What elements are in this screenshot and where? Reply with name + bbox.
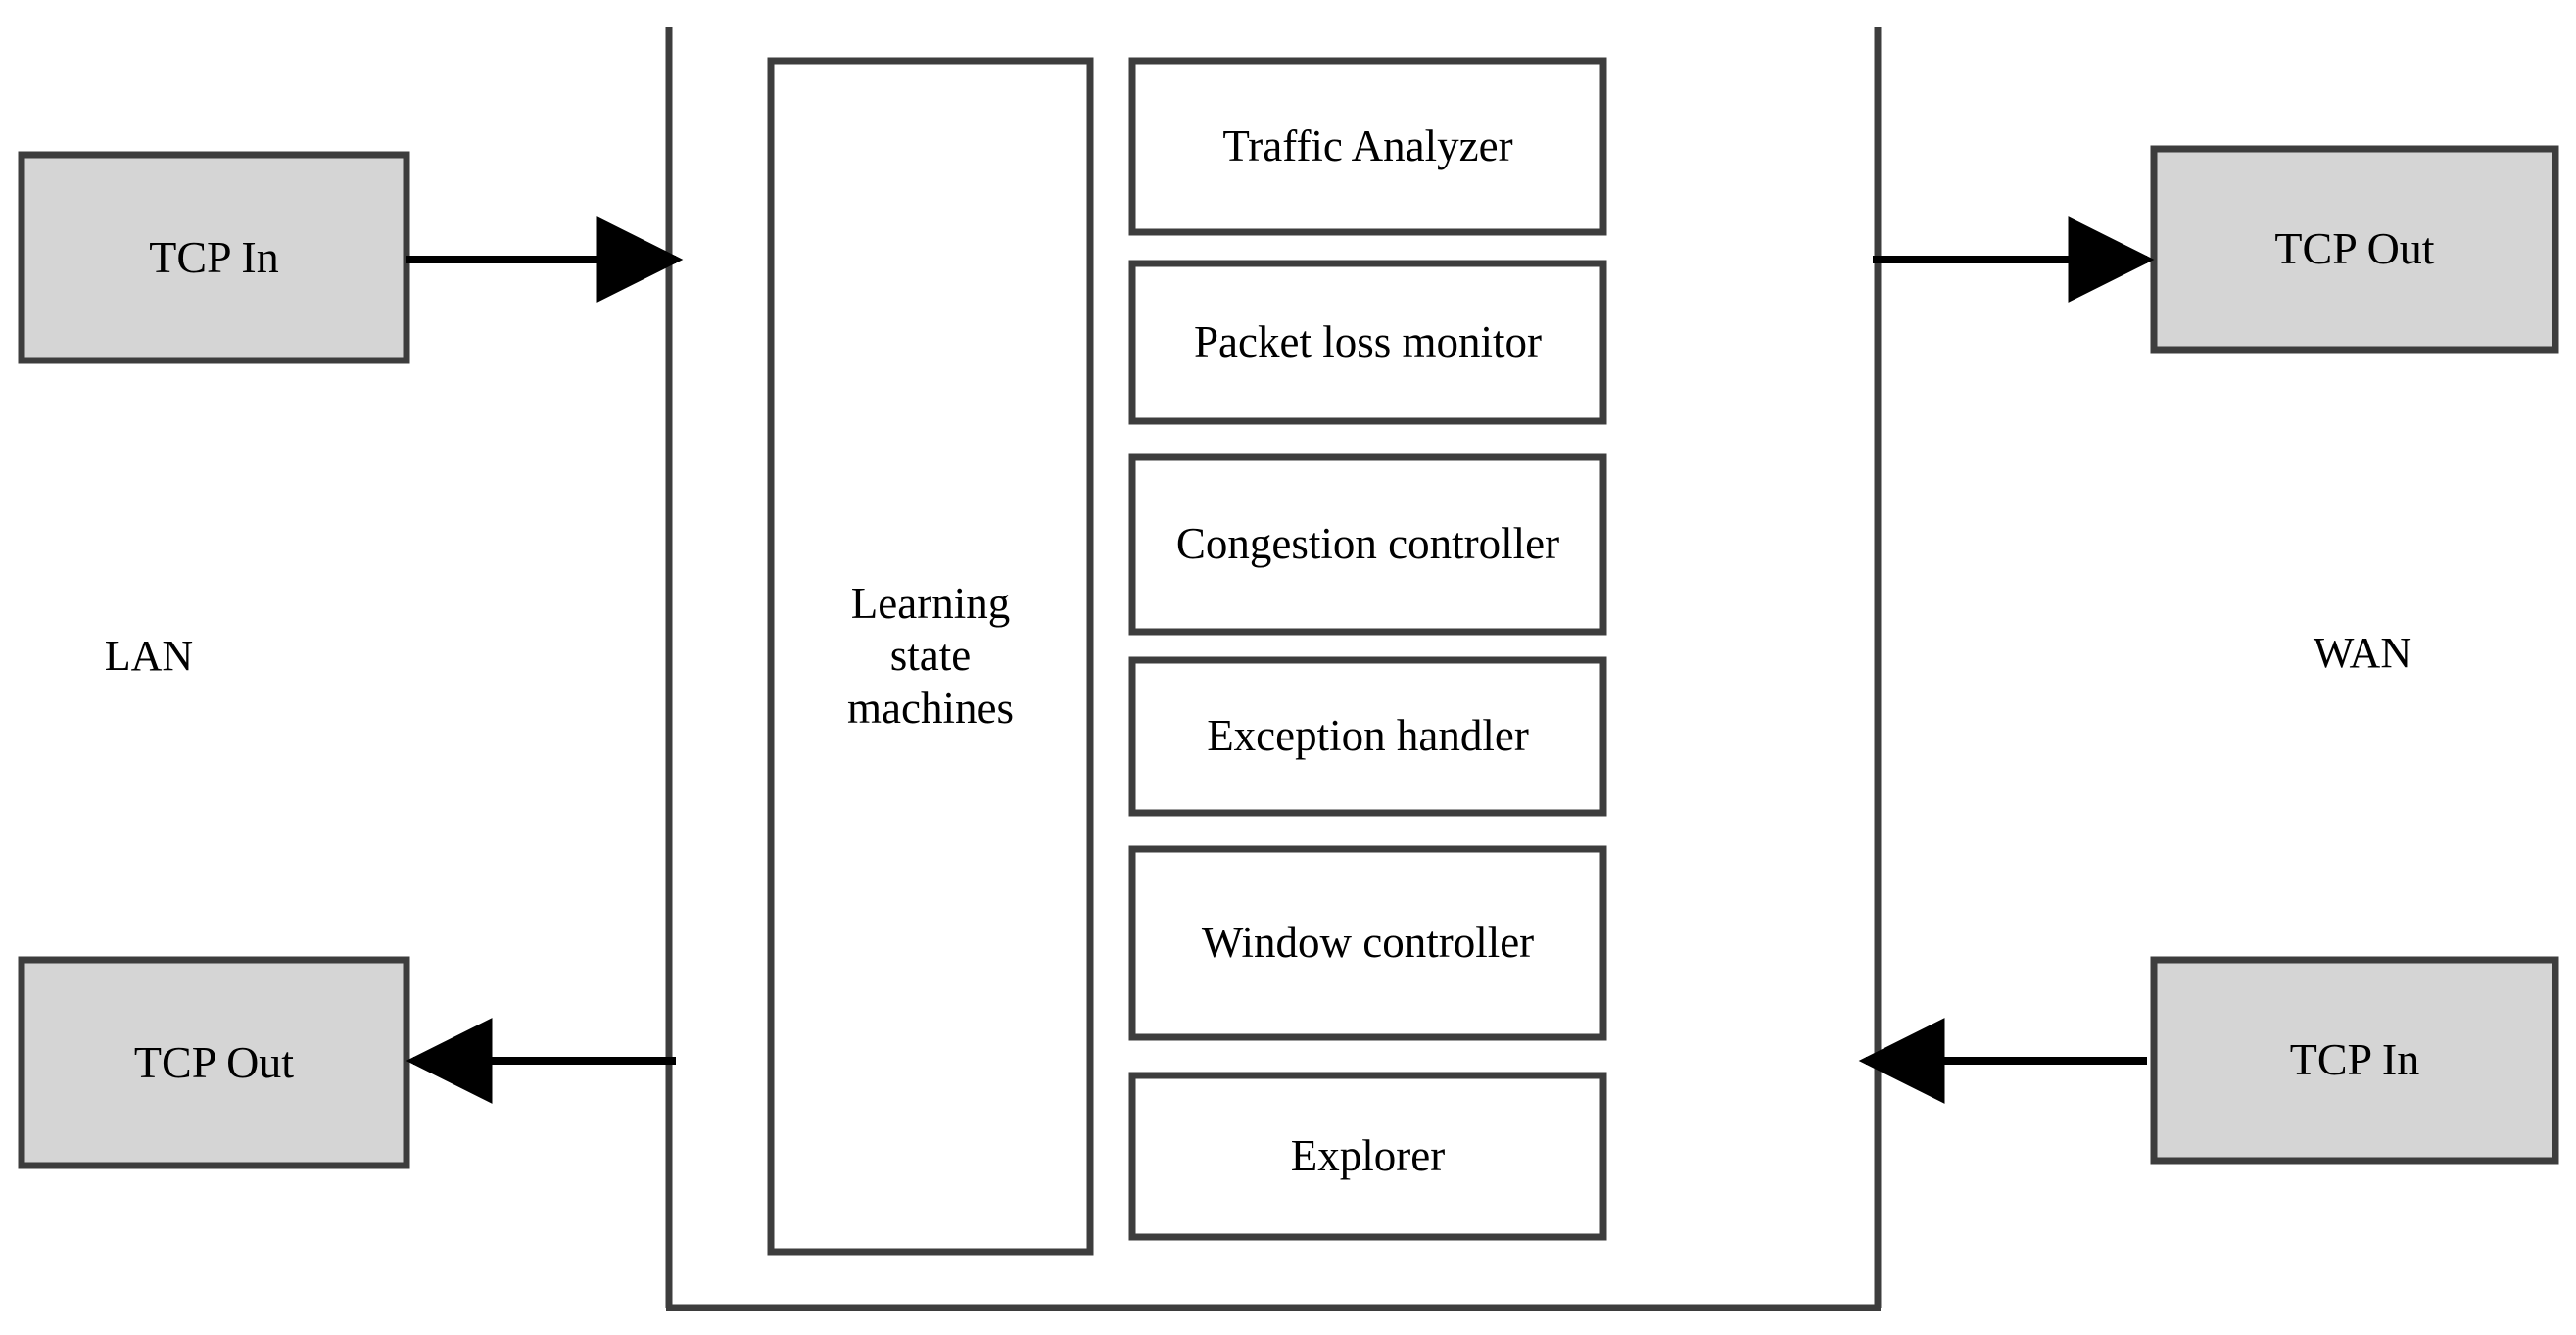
module-boxes xyxy=(1128,57,1607,1241)
flow-arrows xyxy=(405,216,2155,1104)
module-box-traffic-analyzer[interactable] xyxy=(1128,57,1607,236)
endpoint-box-wan-tcp-in[interactable] xyxy=(2150,956,2559,1165)
endpoint-box-lan-tcp-in[interactable] xyxy=(18,151,410,364)
module-box-packet-loss-monitor[interactable] xyxy=(1128,260,1607,425)
module-box-exception-handler[interactable] xyxy=(1128,656,1607,817)
learning-state-machines-box[interactable] xyxy=(767,57,1094,1256)
endpoint-box-wan-tcp-out[interactable] xyxy=(2150,145,2559,354)
module-box-window-controller[interactable] xyxy=(1128,845,1607,1041)
module-box-congestion-controller[interactable] xyxy=(1128,453,1607,636)
endpoint-boxes xyxy=(18,145,2559,1169)
endpoint-box-lan-tcp-out[interactable] xyxy=(18,956,410,1169)
module-box-explorer[interactable] xyxy=(1128,1072,1607,1241)
